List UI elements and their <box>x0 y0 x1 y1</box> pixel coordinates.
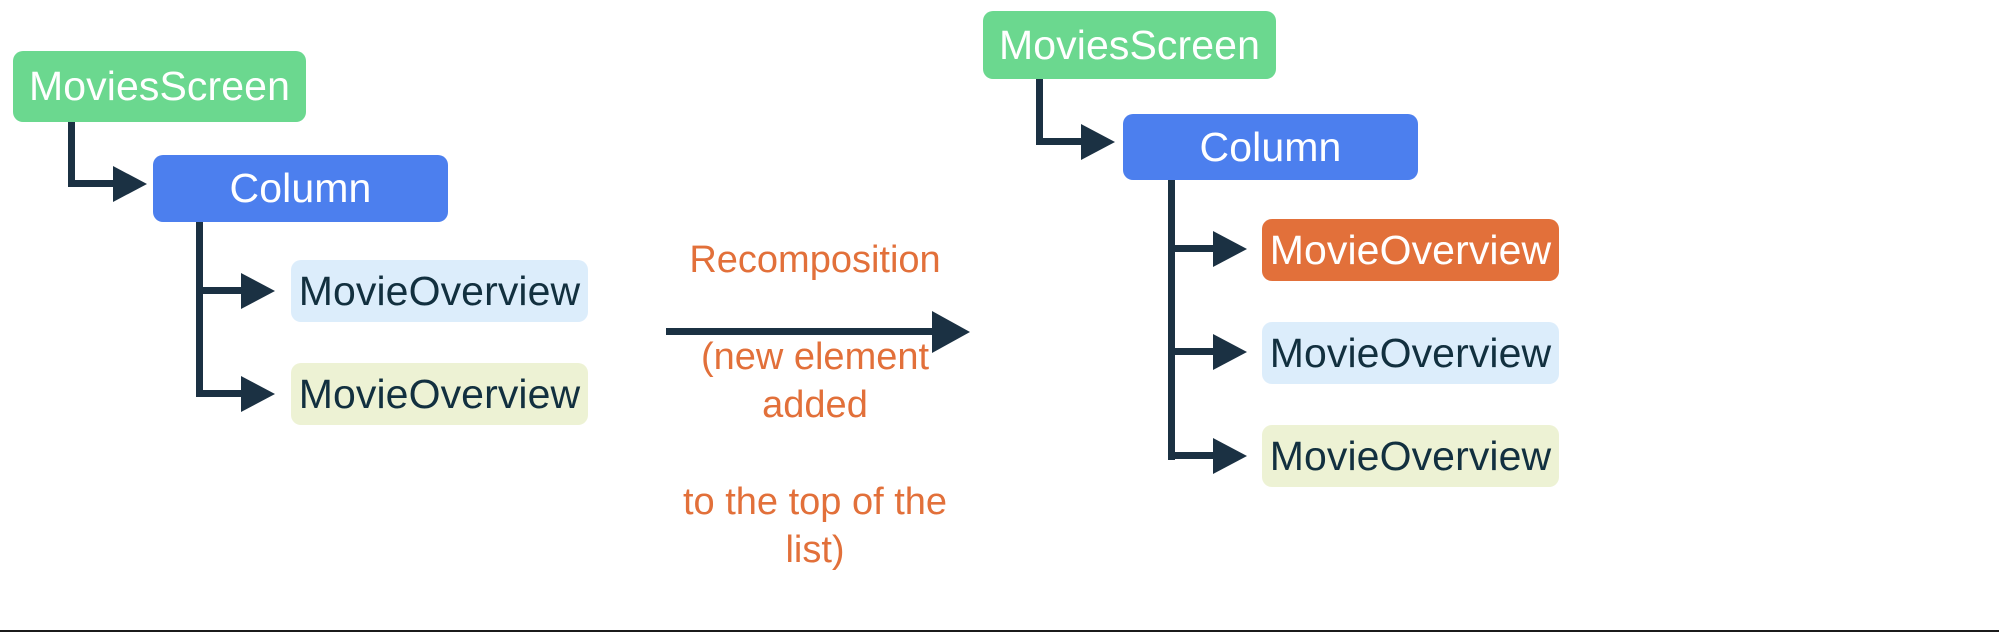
after-node-movies-screen: MoviesScreen <box>983 11 1276 79</box>
after-connector-branch-1 <box>1168 245 1217 252</box>
before-arrowhead-branch-1 <box>241 273 275 309</box>
after-node-movie-overview-1-label: MovieOverview <box>1269 329 1552 376</box>
after-connector-column-trunk <box>1168 180 1175 460</box>
after-node-movie-overview-2: MovieOverview <box>1262 425 1559 487</box>
after-node-movies-screen-label: MoviesScreen <box>999 21 1260 68</box>
recomposition-caption-line-1: Recomposition <box>689 239 941 282</box>
recomposition-caption-line-3: to the top of the list) <box>682 480 948 571</box>
before-connector-column-trunk <box>196 222 203 397</box>
before-node-movie-overview-2-label: MovieOverview <box>298 370 581 417</box>
after-node-movie-overview-1: MovieOverview <box>1262 322 1559 384</box>
after-node-movie-overview-new: MovieOverview <box>1262 219 1559 281</box>
after-connector-screen-to-column-vertical <box>1036 79 1043 141</box>
before-connector-branch-2 <box>196 390 245 397</box>
before-connector-screen-to-column-horizontal <box>68 180 117 187</box>
after-connector-branch-3 <box>1168 452 1217 459</box>
after-arrowhead-screen-to-column <box>1081 124 1115 160</box>
bottom-divider <box>0 630 1999 632</box>
before-node-movie-overview-1-label: MovieOverview <box>298 267 581 314</box>
recomposition-caption: Recomposition (new element added to the … <box>660 188 970 622</box>
before-arrowhead-screen-to-column <box>113 166 147 202</box>
after-connector-screen-to-column-horizontal <box>1036 138 1085 145</box>
before-node-movie-overview-2: MovieOverview <box>291 363 588 425</box>
before-connector-screen-to-column-vertical <box>68 122 75 184</box>
before-node-movies-screen-label: MoviesScreen <box>29 63 290 109</box>
before-node-movie-overview-1: MovieOverview <box>291 260 588 322</box>
before-node-column-label: Column <box>229 165 372 211</box>
after-arrowhead-branch-3 <box>1213 438 1247 474</box>
after-node-movie-overview-2-label: MovieOverview <box>1269 432 1552 479</box>
after-node-column: Column <box>1123 114 1418 180</box>
after-connector-branch-2 <box>1168 348 1217 355</box>
before-node-movies-screen: MoviesScreen <box>13 51 306 122</box>
after-node-column-label: Column <box>1199 123 1342 170</box>
transition-arrow-shaft <box>666 328 936 335</box>
before-arrowhead-branch-2 <box>241 376 275 412</box>
before-node-column: Column <box>153 155 448 222</box>
transition-arrowhead <box>932 311 970 353</box>
after-node-movie-overview-new-label: MovieOverview <box>1269 226 1552 273</box>
after-arrowhead-branch-1 <box>1213 231 1247 267</box>
before-connector-branch-1 <box>196 287 245 294</box>
recomposition-caption-line-2: (new element added <box>700 335 930 426</box>
after-arrowhead-branch-2 <box>1213 334 1247 370</box>
